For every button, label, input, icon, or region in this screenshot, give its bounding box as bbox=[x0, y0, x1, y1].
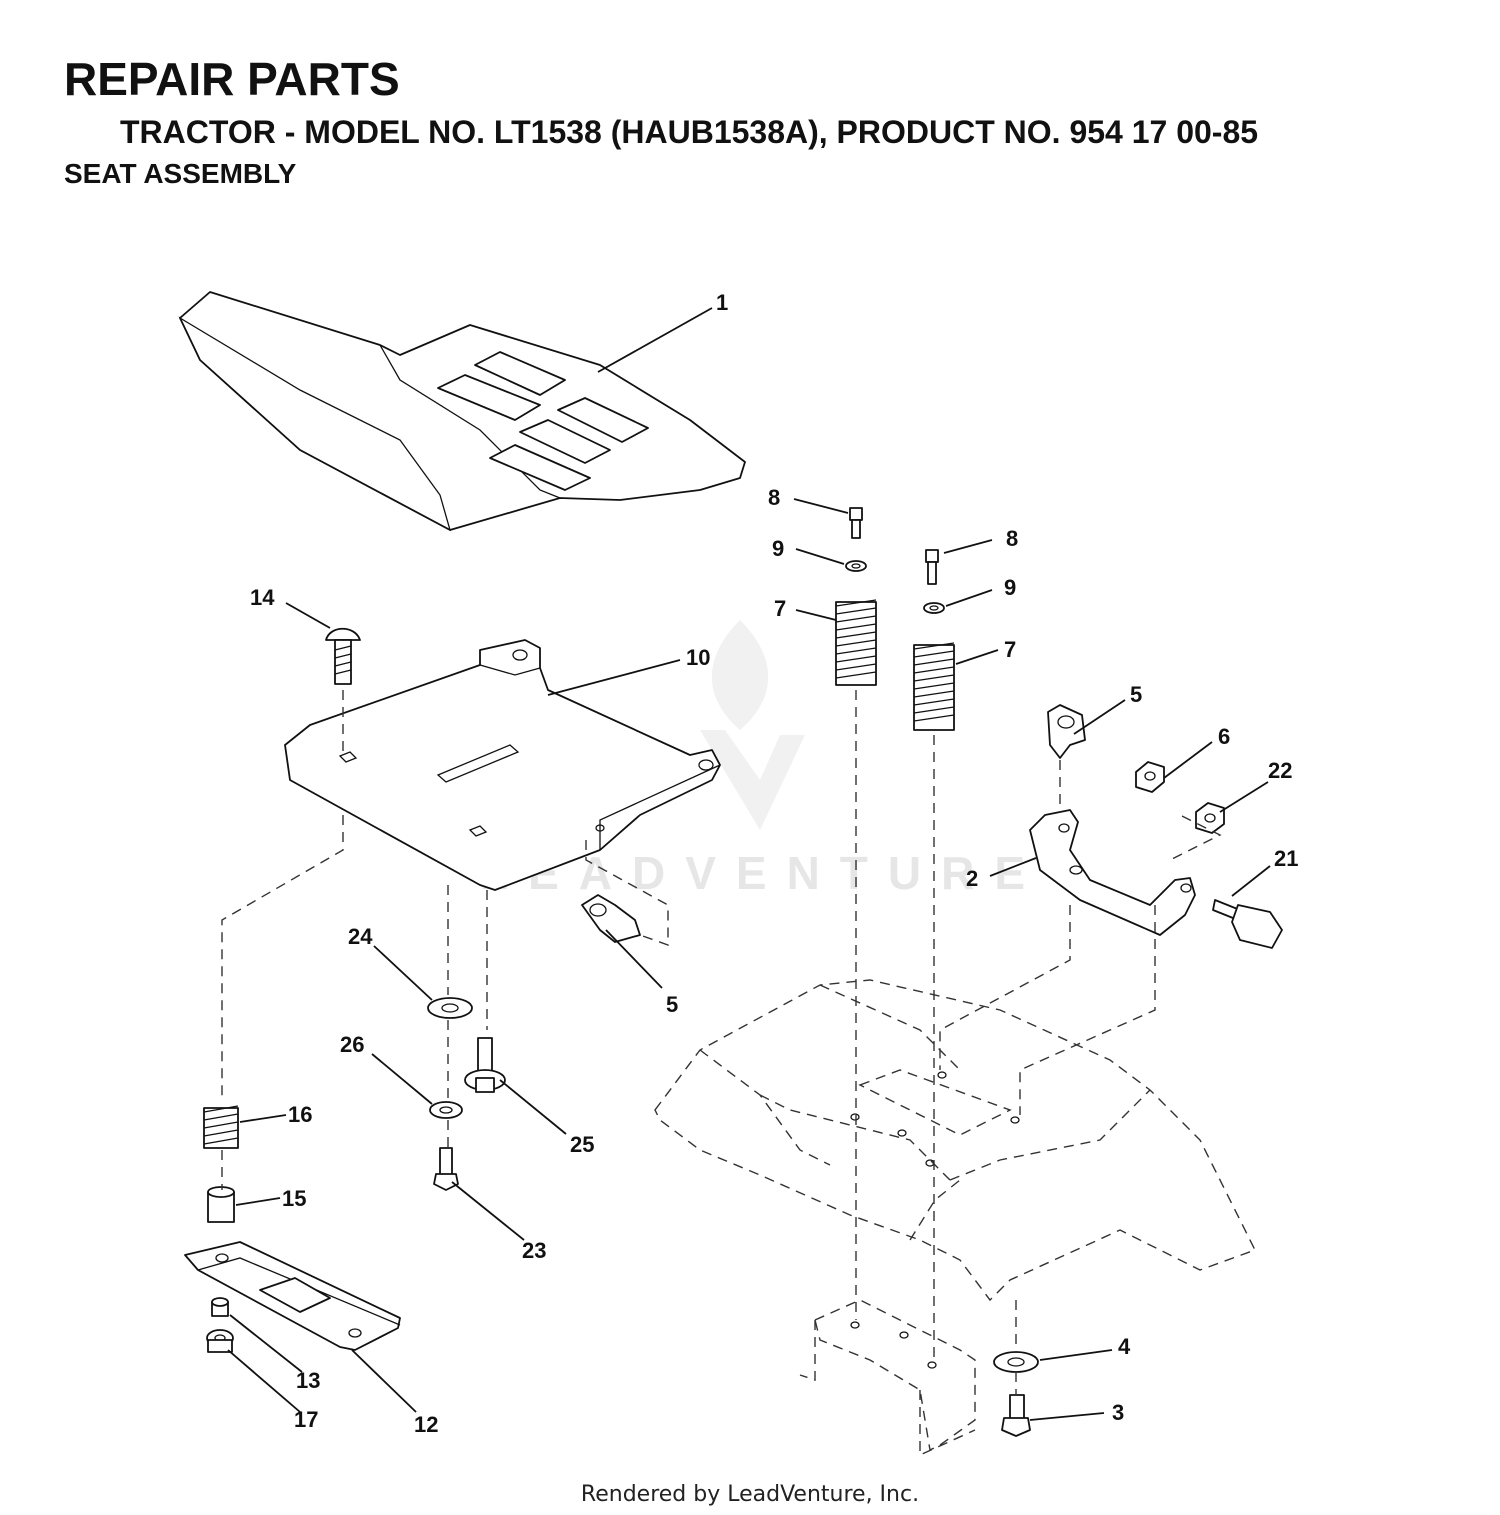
clip-part-lower bbox=[581, 894, 641, 943]
callout-22: 22 bbox=[1268, 758, 1292, 783]
callout-14: 14 bbox=[250, 585, 275, 610]
callout-8-left: 8 bbox=[768, 485, 780, 510]
tractor-frame-outline bbox=[654, 979, 1256, 1457]
callout-8-right: 8 bbox=[1006, 526, 1018, 551]
carriage-bolt-part bbox=[325, 627, 361, 685]
model-subtitle: TRACTOR - MODEL NO. LT1538 (HAUB1538A), … bbox=[120, 114, 1259, 150]
screw-washer-spring-right bbox=[913, 549, 955, 731]
callout-9-left: 9 bbox=[772, 536, 784, 561]
callout-17: 17 bbox=[294, 1407, 318, 1432]
bolt-part-3 bbox=[1001, 1394, 1031, 1437]
seat-part bbox=[178, 291, 746, 532]
callout-23: 23 bbox=[522, 1238, 546, 1263]
footer-credit: Rendered by LeadVenture, Inc. bbox=[580, 1482, 920, 1507]
callout-labels: 1 2 3 4 5 5 6 7 7 8 8 9 9 10 12 13 14 15… bbox=[250, 290, 1298, 1437]
callout-12: 12 bbox=[414, 1412, 438, 1437]
watermark-logo bbox=[700, 620, 805, 830]
page-title: REPAIR PARTS bbox=[64, 53, 400, 105]
spacer-part-15 bbox=[207, 1186, 235, 1223]
clip-part-upper bbox=[1047, 704, 1086, 759]
callout-24: 24 bbox=[348, 924, 373, 949]
callout-9-right: 9 bbox=[1004, 575, 1016, 600]
bolt-part-21 bbox=[1212, 899, 1283, 949]
callout-leaders bbox=[227, 307, 1271, 1421]
callout-25: 25 bbox=[570, 1132, 594, 1157]
section-title: SEAT ASSEMBLY bbox=[64, 158, 297, 189]
callout-2: 2 bbox=[966, 866, 978, 891]
callout-21: 21 bbox=[1274, 846, 1298, 871]
screw-part-23 bbox=[433, 1147, 459, 1191]
callout-7-left: 7 bbox=[774, 596, 786, 621]
washer-part-26 bbox=[429, 1101, 463, 1119]
callout-15: 15 bbox=[282, 1186, 306, 1211]
nut-part-13 bbox=[211, 1297, 229, 1317]
washer-part-4 bbox=[993, 1351, 1039, 1373]
callout-5-lower: 5 bbox=[666, 992, 678, 1017]
callout-16: 16 bbox=[288, 1102, 312, 1127]
bracket-part bbox=[1029, 809, 1196, 936]
screw-washer-spring-left bbox=[835, 507, 877, 686]
callout-10: 10 bbox=[686, 645, 710, 670]
callout-7-right: 7 bbox=[1004, 637, 1016, 662]
nut-part-22 bbox=[1195, 802, 1225, 834]
callout-1: 1 bbox=[716, 290, 728, 315]
callout-13: 13 bbox=[296, 1368, 320, 1393]
screw-part-25 bbox=[464, 1037, 506, 1093]
washer-part-24 bbox=[427, 997, 473, 1019]
callout-26: 26 bbox=[340, 1032, 364, 1057]
nut-part-17 bbox=[206, 1329, 234, 1353]
spring-part-16 bbox=[203, 1105, 239, 1149]
callout-5-upper: 5 bbox=[1130, 682, 1142, 707]
seat-pan-part bbox=[284, 639, 721, 891]
nut-part-6 bbox=[1135, 761, 1165, 793]
slide-plate-part bbox=[184, 1241, 401, 1351]
callout-4: 4 bbox=[1118, 1334, 1131, 1359]
callout-6: 6 bbox=[1218, 724, 1230, 749]
assembly-centerlines bbox=[221, 690, 1222, 1395]
callout-3: 3 bbox=[1112, 1400, 1124, 1425]
